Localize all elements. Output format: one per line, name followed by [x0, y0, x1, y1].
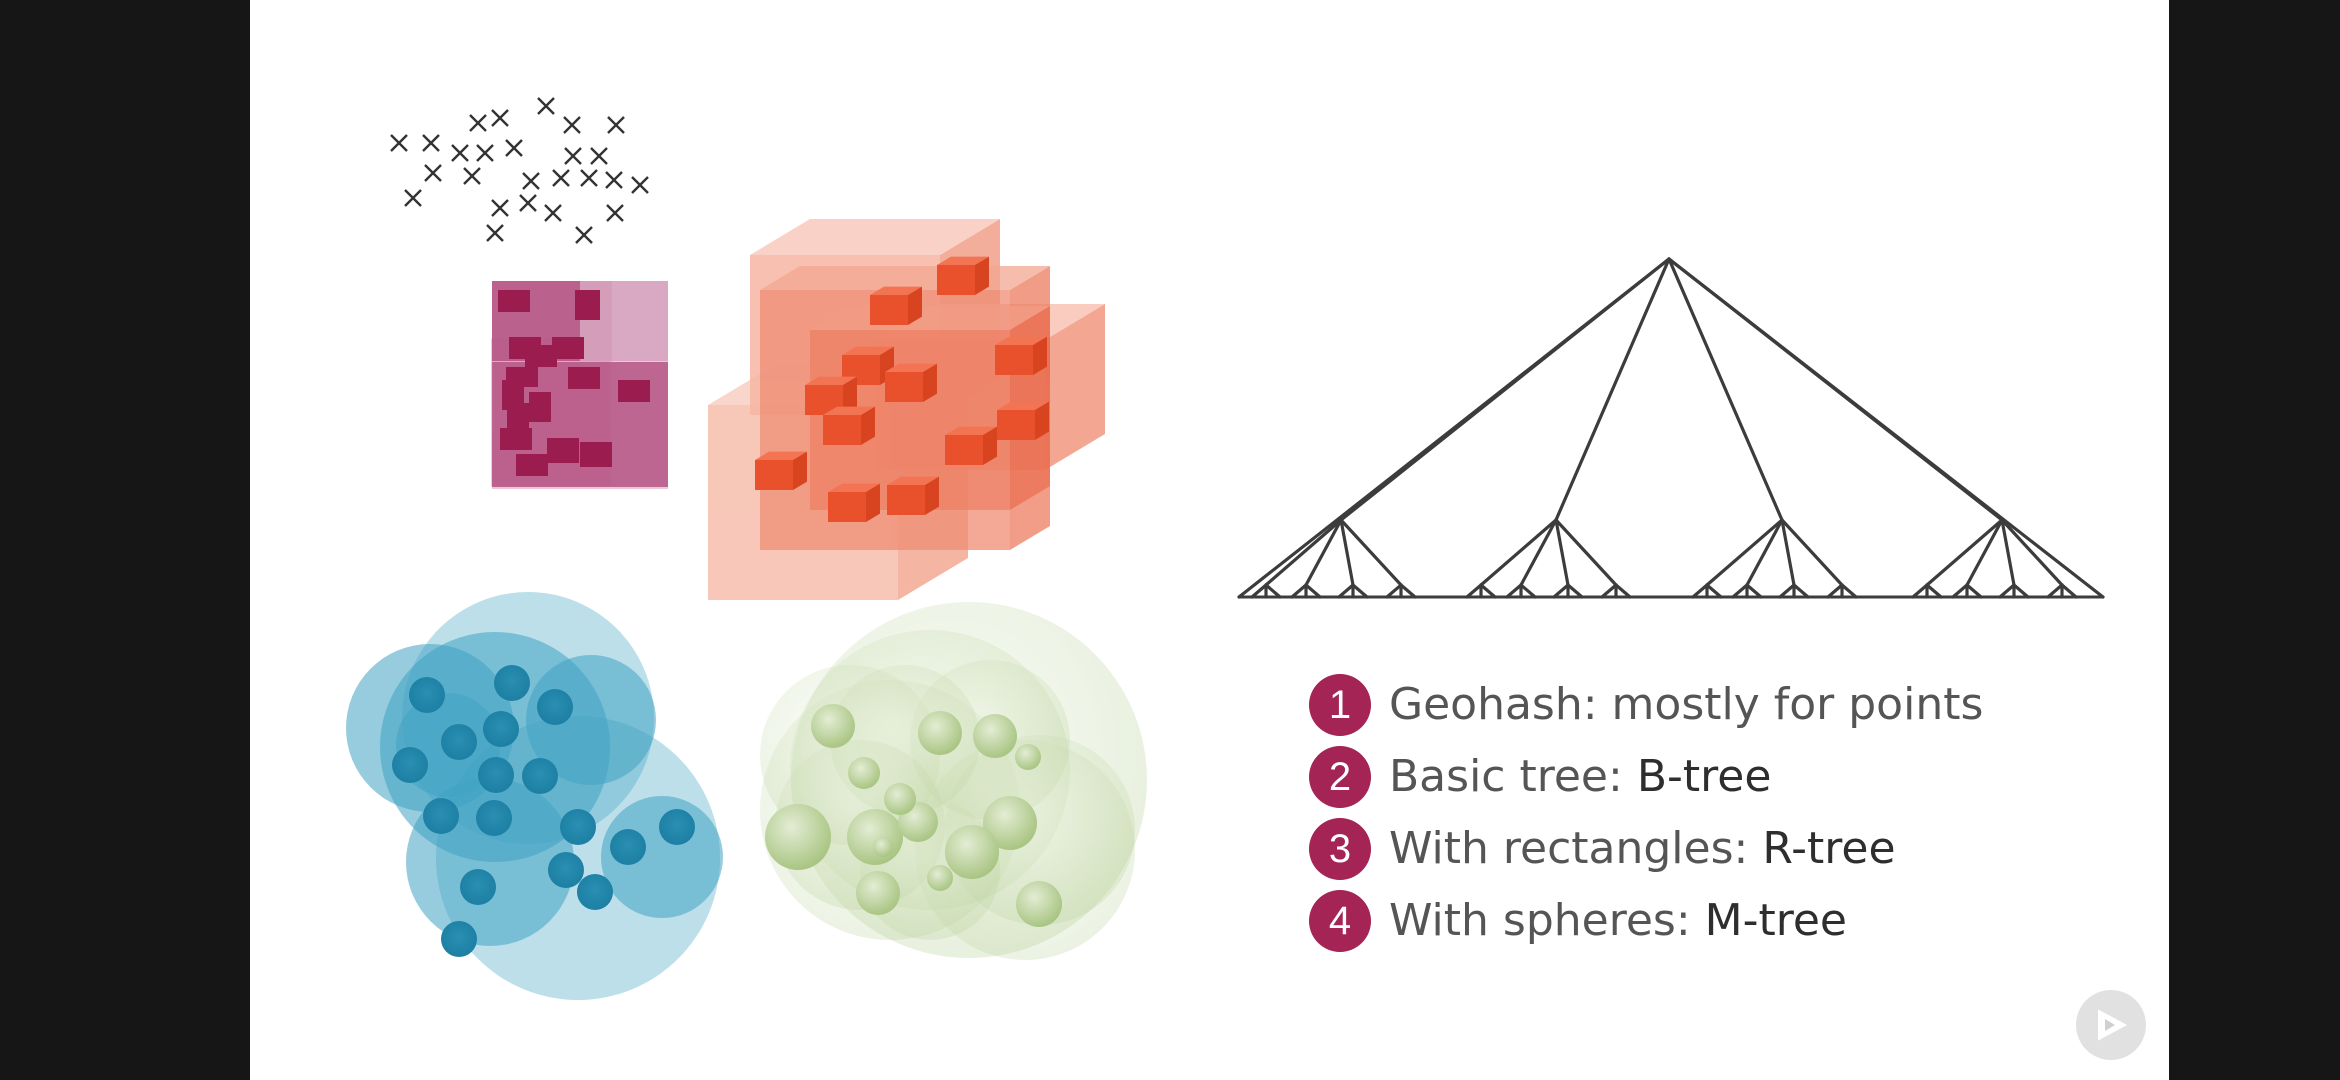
- number-badge: 2: [1309, 745, 1371, 808]
- number-badge: 3: [1309, 817, 1371, 880]
- play-button[interactable]: [2076, 990, 2146, 1060]
- green-spheres-illustration: [760, 602, 1147, 960]
- point-scatter-icon: [390, 97, 649, 244]
- legend-item-m-tree: 4 With spheres: M-tree: [1309, 889, 1983, 952]
- cubes-illustration: [708, 219, 1105, 600]
- legend-label: With spheres: M-tree: [1389, 895, 1847, 946]
- legend-item-geohash: 1 Geohash: mostly for points: [1309, 673, 1984, 736]
- legend-label: With rectangles: R-tree: [1389, 823, 1896, 874]
- tree-diagram: [1237, 257, 2105, 599]
- slide: 1 Geohash: mostly for points 2 Basic tre…: [250, 0, 2169, 1080]
- legend-item-b-tree: 2 Basic tree: B-tree: [1309, 745, 1983, 808]
- number-badge: 4: [1309, 889, 1371, 952]
- illustrations: [346, 97, 2105, 1000]
- legend-list: 1 Geohash: mostly for points 2 Basic tre…: [1309, 673, 1984, 952]
- legend-label: Basic tree: B-tree: [1389, 751, 1772, 802]
- blue-spheres-illustration: [346, 592, 723, 1000]
- number-badge: 1: [1309, 673, 1371, 736]
- legend-label: Geohash: mostly for points: [1389, 679, 1984, 730]
- rectangles-illustration: [491, 281, 668, 489]
- legend-item-r-tree: 3 With rectangles: R-tree: [1309, 817, 1983, 880]
- play-icon: [2098, 1009, 2128, 1041]
